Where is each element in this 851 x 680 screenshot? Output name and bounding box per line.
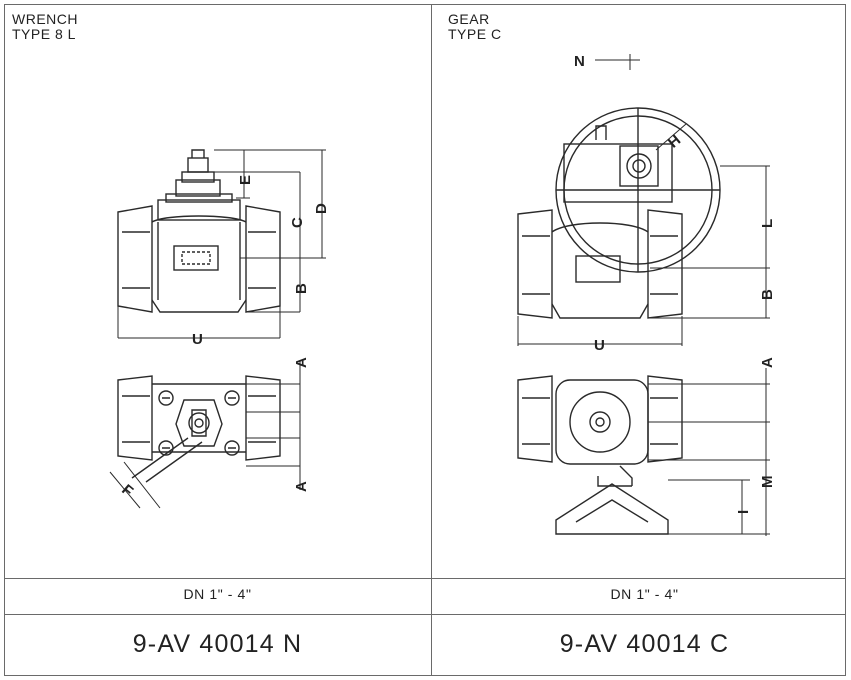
left-title-line1: WRENCH	[12, 11, 78, 27]
dim-label-l: L	[759, 219, 776, 228]
vertical-divider	[431, 4, 432, 676]
wrench-plan-dimensions	[109, 360, 301, 509]
dim-label-b-gear: B	[759, 289, 776, 300]
size-row-divider	[4, 578, 846, 579]
left-title-line2: TYPE 8 L	[12, 26, 76, 42]
dim-label-e: E	[237, 175, 254, 185]
right-panel-title: GEAR TYPE C	[448, 12, 502, 42]
dim-label-d: D	[313, 203, 330, 214]
dim-label-a-top: A	[293, 357, 310, 368]
right-title-line1: GEAR	[448, 11, 490, 27]
gear-dimension-labels: N H L B U A M I	[574, 53, 776, 514]
gear-valve-plan-view	[517, 375, 683, 535]
dim-label-u: U	[192, 331, 203, 348]
left-model-code: 9-AV 40014 N	[132, 630, 303, 658]
code-row-divider	[4, 614, 846, 615]
wrench-side-dimensions	[117, 149, 326, 339]
gear-valve-side-view	[517, 107, 721, 319]
left-size-range: DN 1" - 4"	[183, 586, 252, 602]
right-title-line2: TYPE C	[448, 26, 502, 42]
gear-plan-dimensions	[648, 368, 770, 536]
dim-label-i: I	[735, 510, 752, 514]
right-model-code: 9-AV 40014 C	[559, 630, 730, 658]
dim-label-a-bottom: A	[293, 481, 310, 492]
dim-label-m: M	[759, 476, 776, 489]
right-size-range: DN 1" - 4"	[610, 586, 679, 602]
left-panel-title: WRENCH TYPE 8 L	[12, 12, 78, 42]
dim-label-n: N	[574, 53, 585, 70]
dim-label-h: H	[665, 132, 684, 152]
wrench-valve-plan-view	[117, 375, 281, 483]
dim-label-u-gear: U	[594, 337, 605, 354]
dim-label-c: C	[289, 217, 306, 228]
dim-label-a-gear: A	[759, 357, 776, 368]
dim-label-b: B	[293, 283, 310, 294]
gear-side-dimensions	[517, 54, 770, 346]
sheet-border	[4, 4, 846, 676]
